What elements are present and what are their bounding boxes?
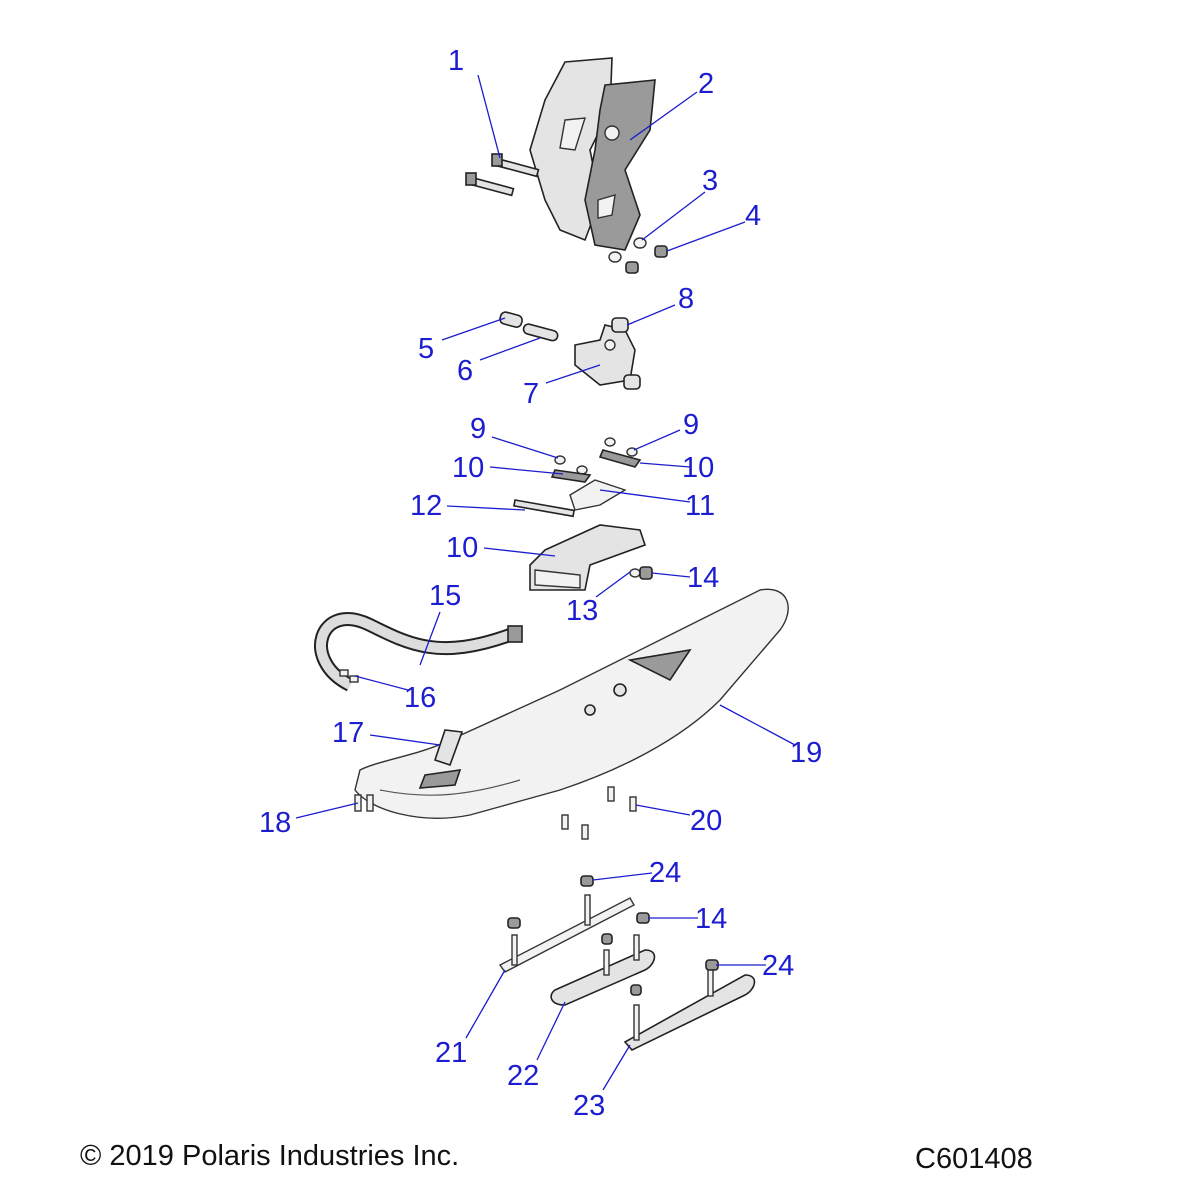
callout-5: 5 — [418, 333, 434, 365]
callout-9-left: 9 — [470, 413, 486, 445]
callout-19: 19 — [790, 737, 822, 769]
callout-6: 6 — [457, 355, 473, 387]
part-washers-nuts — [608, 237, 668, 274]
callout-10-lower: 10 — [446, 532, 478, 564]
callout-1: 1 — [448, 45, 464, 77]
callout-9-right: 9 — [683, 409, 699, 441]
callout-12: 12 — [410, 490, 442, 522]
callout-24-upper: 24 — [649, 857, 681, 889]
callout-8: 8 — [678, 283, 694, 315]
callout-11: 11 — [685, 490, 715, 522]
callout-7: 7 — [523, 378, 539, 410]
callout-2: 2 — [698, 68, 714, 100]
callout-10-left: 10 — [452, 452, 484, 484]
callout-15: 15 — [429, 580, 461, 612]
part-pivot — [499, 311, 641, 390]
leader-lines — [295, 74, 796, 1091]
callout-22: 22 — [507, 1060, 539, 1092]
callout-13: 13 — [566, 595, 598, 627]
callout-4: 4 — [745, 200, 761, 232]
callout-23: 23 — [573, 1090, 605, 1122]
callouts: 1 2 3 4 5 6 7 8 9 9 10 10 11 12 10 13 14… — [259, 45, 822, 1122]
callout-14-upper: 14 — [687, 562, 719, 594]
part-runners — [498, 875, 756, 1051]
part-ski — [354, 588, 789, 819]
copyright-text: © 2019 Polaris Industries Inc. — [80, 1140, 460, 1172]
callout-21: 21 — [435, 1037, 467, 1069]
diagram-id: C601408 — [915, 1143, 1033, 1175]
callout-20: 20 — [690, 805, 722, 837]
callout-10-right: 10 — [682, 452, 714, 484]
part-handle — [418, 729, 464, 789]
callout-18: 18 — [259, 807, 291, 839]
callout-24-lower: 24 — [762, 950, 794, 982]
callout-3: 3 — [702, 165, 718, 197]
part-bolts — [465, 153, 540, 197]
callout-17: 17 — [332, 717, 364, 749]
part-mount-plates — [513, 437, 653, 591]
callout-16: 16 — [404, 682, 436, 714]
callout-14-lower: 14 — [695, 903, 727, 935]
part-loop — [314, 612, 523, 692]
part-bracket — [529, 57, 656, 251]
